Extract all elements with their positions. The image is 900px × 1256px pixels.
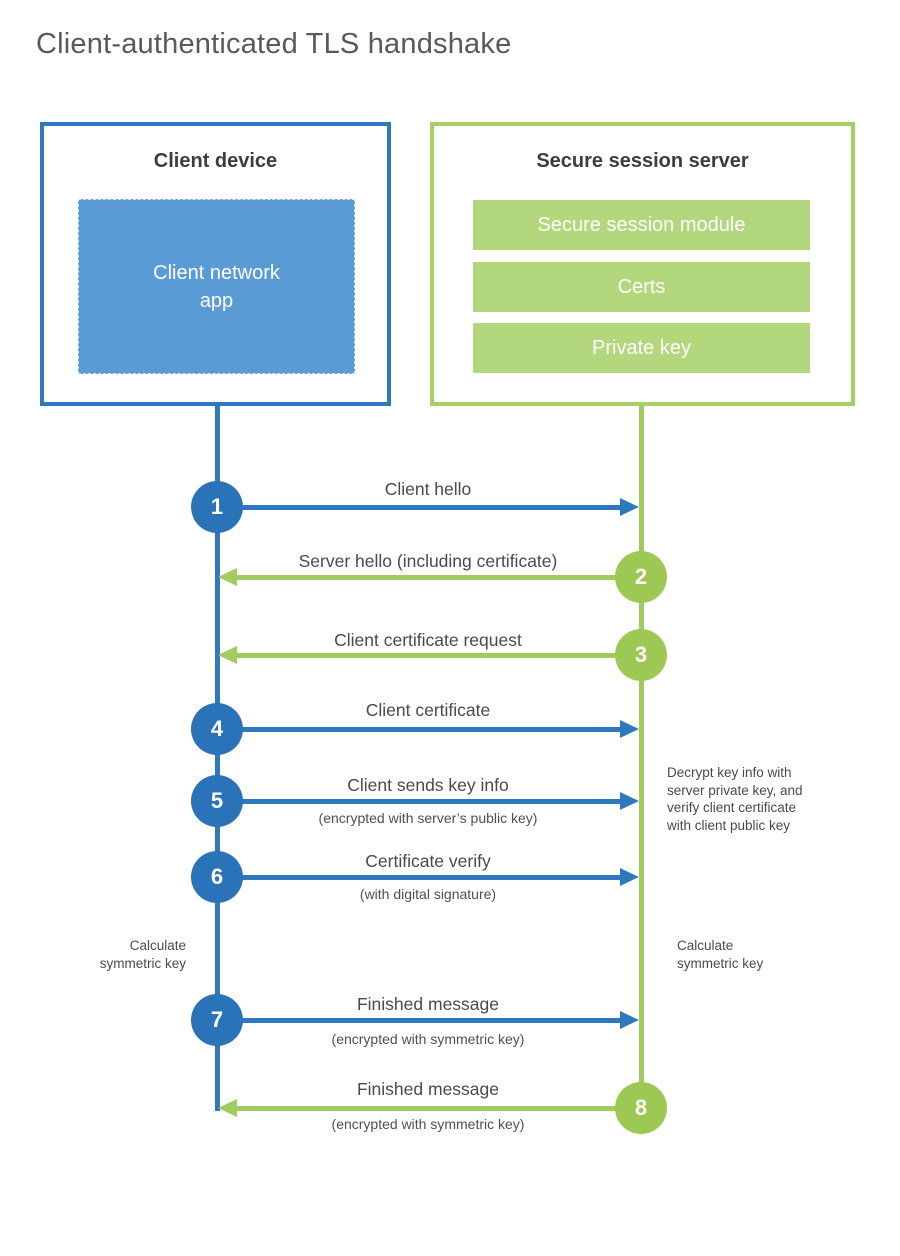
step-circle-1: 1 [191,481,243,533]
message-sub-8: (encrypted with symmetric key) [331,1116,525,1132]
secure-session-server-title: Secure session server [536,150,749,172]
arrowhead-right-icon [620,1011,639,1029]
client-network-app-rect: Client network app [78,199,355,374]
arrowhead-right-icon [620,498,639,516]
step-circle-5: 5 [191,775,243,827]
arrow-line-6 [242,875,622,880]
arrowhead-left-icon [218,1099,237,1117]
server-lifeline [639,405,644,1130]
server-module-secure-session: Secure session module [473,200,810,250]
message-label-8: Finished message [356,1079,500,1099]
arrowhead-right-icon [620,792,639,810]
note-calculate-symmetric-key-client: Calculate symmetric key [99,938,186,971]
message-label-6: Certificate verify [365,851,491,871]
arrow-line-1 [242,505,622,510]
arrow-line-5 [242,799,622,804]
message-label-4: Client certificate [365,700,491,720]
arrow-line-8 [237,1106,617,1111]
arrowhead-right-icon [620,868,639,886]
arrowhead-right-icon [620,720,639,738]
client-device-title: Client device [153,150,278,172]
message-label-7: Finished message [356,994,500,1014]
note-calculate-symmetric-key-server: Calculate symmetric key [677,938,764,971]
message-sub-6: (with digital signature) [359,886,497,902]
message-label-5: Client sends key info [347,775,509,795]
step-circle-2: 2 [615,551,667,603]
message-label-2: Server hello (including certificate) [298,551,558,571]
step-circle-7: 7 [191,994,243,1046]
step-circle-8: 8 [615,1082,667,1134]
server-module-certs: Certs [473,262,810,312]
arrow-line-2 [237,575,617,580]
arrowhead-left-icon [218,646,237,664]
message-sub-5: (encrypted with server’s public key) [318,810,538,826]
client-lifeline [215,405,220,1111]
message-label-3: Client certificate request [334,630,522,650]
arrow-line-4 [242,727,622,732]
server-module-private-key: Private key [473,323,810,373]
note-decrypt-key-info: Decrypt key info with server private key… [667,765,803,833]
arrowhead-left-icon [218,568,237,586]
message-label-1: Client hello [384,479,472,499]
arrow-line-7 [242,1018,622,1023]
step-circle-4: 4 [191,703,243,755]
step-circle-3: 3 [615,629,667,681]
step-circle-6: 6 [191,851,243,903]
page-title: Client-authenticated TLS handshake [36,28,512,60]
arrow-line-3 [237,653,617,658]
message-sub-7: (encrypted with symmetric key) [331,1031,525,1047]
